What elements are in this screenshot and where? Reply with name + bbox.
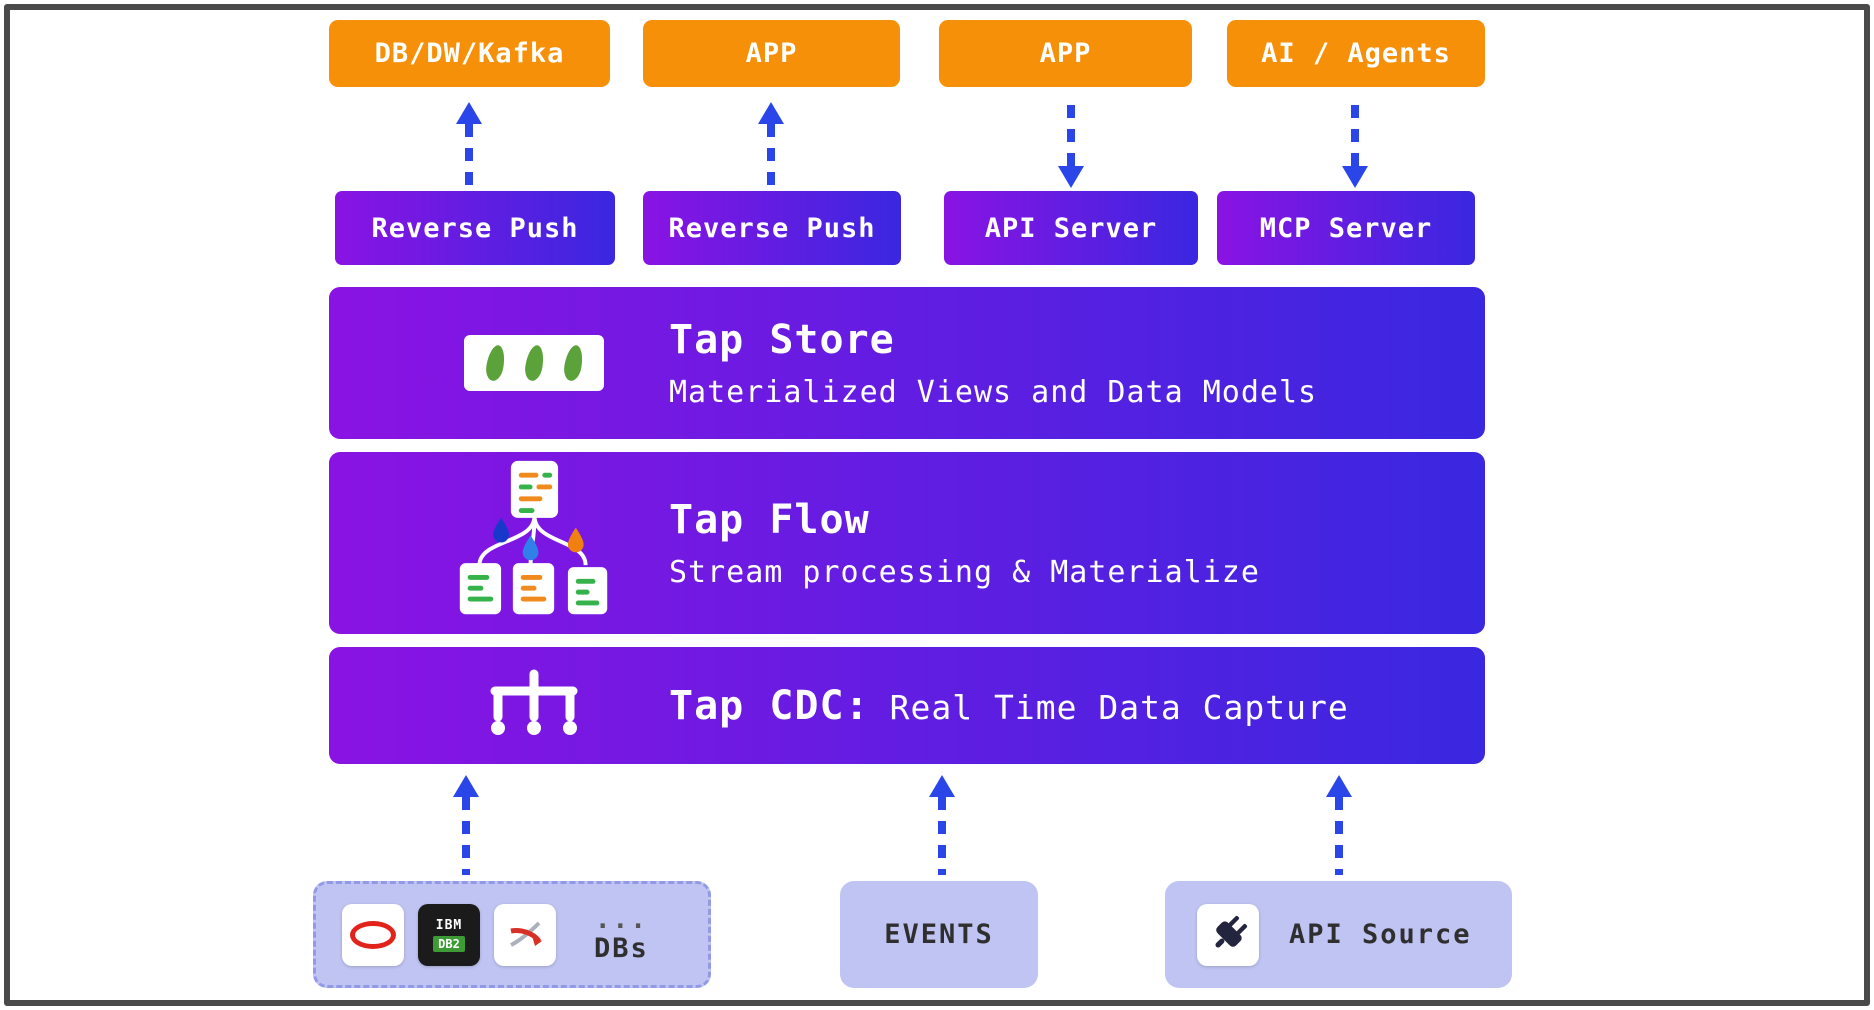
arrow-head-icon	[1342, 166, 1368, 188]
node-events: EVENTS	[840, 881, 1038, 988]
node-app-2: APP	[939, 20, 1192, 87]
arrow-dbdwkafka-up	[456, 102, 482, 188]
tap-store-icon-zone	[399, 335, 669, 391]
oracle-icon	[342, 903, 404, 966]
tap-cdc-icon-zone	[399, 667, 669, 745]
layer-subtitle: Real Time Data Capture	[889, 687, 1349, 727]
ibm-label: IBM	[435, 917, 463, 933]
node-reverse-push-1: Reverse Push	[335, 191, 615, 265]
arrow-shaft	[938, 797, 946, 875]
arrow-dbs-up	[453, 775, 479, 875]
api-source-label: API Source	[1289, 919, 1472, 950]
leaf-shape	[483, 343, 507, 383]
cdc-pipeline-icon	[490, 669, 578, 735]
arrow-app2-down	[1058, 102, 1084, 188]
layer-subtitle: Materialized Views and Data Models	[669, 374, 1318, 410]
ellipsis-text: ...	[594, 905, 648, 935]
arrow-apisource-up	[1326, 775, 1352, 875]
layer-tap-store: Tap Store Materialized Views and Data Mo…	[329, 287, 1485, 439]
leaf-shape	[561, 343, 585, 383]
layer-subtitle: Stream processing & Materialize	[669, 554, 1260, 590]
sqlserver-glyph	[510, 921, 542, 947]
plug-icon	[1197, 903, 1259, 966]
node-label: Reverse Push	[371, 212, 579, 244]
node-label: AI / Agents	[1261, 38, 1451, 69]
arrow-shaft	[1335, 797, 1343, 875]
node-api-server: API Server	[944, 191, 1198, 265]
layer-tap-flow: Tap Flow Stream processing & Materialize	[329, 452, 1485, 634]
dbs-label: DBs	[594, 933, 649, 964]
layer-title: Tap Store	[669, 316, 895, 363]
node-db-dw-kafka: DB/DW/Kafka	[329, 20, 610, 87]
dbs-label-group: ... DBs	[594, 907, 649, 962]
tap-cdc-text: Tap CDC: Real Time Data Capture	[669, 683, 1349, 729]
arrow-app1-up	[758, 102, 784, 188]
node-label: APP	[1039, 38, 1092, 69]
node-label: Reverse Push	[668, 212, 876, 244]
arrow-head-icon	[1058, 166, 1084, 188]
node-label: DB/DW/Kafka	[374, 38, 565, 69]
sqlserver-icon	[494, 903, 556, 966]
layer-tap-cdc: Tap CDC: Real Time Data Capture	[329, 647, 1485, 764]
arrow-head-icon	[453, 775, 479, 797]
arrow-events-up	[929, 775, 955, 875]
arrow-head-icon	[1326, 775, 1352, 797]
node-label: APP	[745, 38, 798, 69]
node-ai-agents: AI / Agents	[1227, 20, 1485, 87]
flow-documents-tree-icon	[459, 460, 608, 615]
arrow-shaft	[465, 124, 473, 188]
arrow-head-icon	[758, 102, 784, 124]
node-api-source: API Source	[1165, 881, 1512, 988]
layer-title: Tap CDC:	[669, 682, 870, 729]
node-reverse-push-2: Reverse Push	[643, 191, 901, 265]
database-leaves-icon	[464, 335, 604, 391]
tap-flow-icon-zone	[399, 457, 669, 629]
db2-label: DB2	[433, 935, 465, 952]
tap-store-text: Tap Store Materialized Views and Data Mo…	[669, 317, 1317, 410]
arrow-aiagents-down	[1342, 102, 1368, 188]
arrow-head-icon	[929, 775, 955, 797]
arrow-head-icon	[456, 102, 482, 124]
node-app-1: APP	[643, 20, 900, 87]
oracle-ellipse-shape	[350, 920, 396, 949]
arrow-shaft	[462, 797, 470, 875]
layer-title: Tap Flow	[669, 496, 870, 543]
node-label: MCP Server	[1259, 212, 1433, 244]
events-label: EVENTS	[884, 919, 994, 950]
node-label: API Server	[984, 212, 1158, 244]
arrow-shaft	[1351, 102, 1359, 166]
arrow-shaft	[767, 124, 775, 188]
leaf-shape	[522, 343, 546, 383]
ibm-db2-icon: IBM DB2	[418, 903, 480, 966]
node-dbs: IBM DB2 ... DBs	[313, 881, 711, 988]
node-mcp-server: MCP Server	[1217, 191, 1475, 265]
arrow-shaft	[1067, 102, 1075, 166]
tap-flow-text: Tap Flow Stream processing & Materialize	[669, 497, 1260, 590]
plug-glyph	[1215, 915, 1248, 948]
